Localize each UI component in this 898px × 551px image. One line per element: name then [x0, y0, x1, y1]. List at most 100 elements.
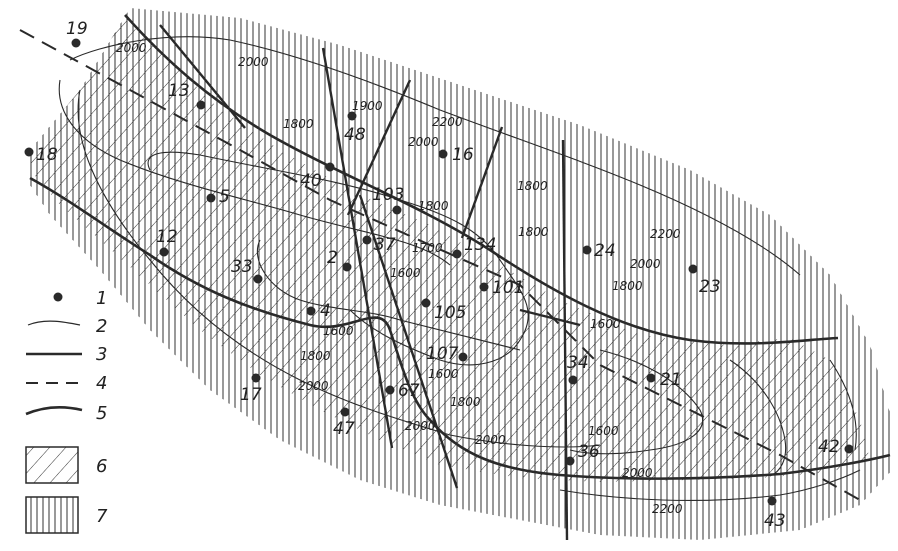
- contour-label: 2000: [405, 419, 436, 433]
- legend: 1 2 3 4 5 6 7: [25, 288, 108, 534]
- well-dot: [251, 373, 261, 383]
- well-label: 23: [699, 277, 721, 297]
- bold-curve-icon: [25, 406, 83, 416]
- well-label: 37: [374, 235, 396, 255]
- well-dot: [71, 38, 81, 48]
- vertical-hatch-icon: [25, 496, 79, 534]
- diagonal-hatch-zone: [30, 20, 870, 482]
- legend-number: 4: [96, 373, 107, 394]
- contour-label: 1600: [428, 367, 459, 381]
- well-dot: [347, 111, 357, 121]
- well-dot: [362, 235, 372, 245]
- contour-label: 2200: [432, 115, 463, 129]
- dot-icon: [53, 292, 63, 302]
- well-dot: [24, 147, 34, 157]
- well-dot: [568, 375, 578, 385]
- well-label: 17: [240, 385, 262, 405]
- well-label: 12: [156, 227, 178, 247]
- well-label: 134: [464, 235, 496, 255]
- well-label: 18: [36, 145, 58, 165]
- contour-label: 1600: [323, 324, 354, 338]
- well-dot: [767, 496, 777, 506]
- contour-lines: [58, 36, 861, 501]
- well-dot: [688, 264, 698, 274]
- contour-label: 1800: [450, 395, 481, 409]
- well-dot: [452, 249, 462, 259]
- contour-label: 2200: [652, 502, 683, 516]
- well-dot: [421, 298, 431, 308]
- lower-boundary-curve: [29, 176, 891, 480]
- well-dot: [458, 352, 468, 362]
- well-dot: [159, 247, 169, 257]
- well-label: 101: [492, 278, 524, 298]
- contour-label: 1800: [518, 225, 549, 239]
- well-label: 21: [660, 370, 682, 390]
- well-dot: [253, 274, 263, 284]
- contour-label: 2000: [298, 379, 329, 393]
- well-labels: 19 18 13 5 12 33 40 48 16 103 37 2 134 4…: [36, 19, 840, 531]
- well-label: 13: [168, 81, 190, 101]
- contour-label: 2200: [650, 227, 681, 241]
- contour-label: 1800: [612, 279, 643, 293]
- contour-label: 1800: [517, 179, 548, 193]
- well-label: 5: [219, 187, 230, 207]
- contour-label: 1700: [412, 241, 443, 255]
- legend-number: 2: [96, 316, 107, 337]
- well-label: 107: [426, 344, 459, 364]
- contour-label: 1600: [390, 266, 421, 280]
- fault-lines: [159, 24, 581, 541]
- well-label: 4: [320, 301, 331, 321]
- contour-label: 2000: [475, 433, 506, 447]
- well-label: 42: [818, 437, 840, 457]
- well-dot: [646, 373, 656, 383]
- well-label: 19: [66, 19, 88, 39]
- legend-number: 5: [96, 403, 107, 424]
- well-label: 2: [327, 248, 338, 268]
- contour-label: 2000: [408, 135, 439, 149]
- well-markers: [24, 38, 854, 506]
- well-label: 36: [578, 442, 600, 462]
- contour-label: 1800: [418, 199, 449, 213]
- well-label: 40: [300, 171, 322, 191]
- well-label: 33: [231, 257, 253, 277]
- well-dot: [340, 407, 350, 417]
- well-dot: [565, 456, 575, 466]
- well-dot: [392, 205, 402, 215]
- contour-label: 2000: [116, 41, 147, 55]
- axis-dashed-line: [19, 29, 861, 501]
- contour-label: 1600: [590, 317, 621, 331]
- legend-number: 1: [96, 288, 107, 309]
- legend-number: 7: [96, 506, 108, 527]
- contour-label: 1600: [588, 424, 619, 438]
- well-label: 48: [344, 125, 366, 145]
- well-dot: [196, 100, 206, 110]
- well-label: 16: [452, 145, 474, 165]
- well-label: 67: [398, 381, 420, 401]
- well-label: 24: [594, 241, 616, 261]
- upper-boundary-curve: [124, 14, 839, 345]
- well-dot: [342, 262, 352, 272]
- well-label: 103: [372, 185, 404, 205]
- contour-label: 2000: [630, 257, 661, 271]
- well-label: 34: [567, 353, 589, 373]
- legend-number: 3: [96, 344, 107, 365]
- diagonal-hatch-icon: [25, 446, 79, 484]
- legend-number: 6: [96, 456, 107, 477]
- well-dot: [306, 306, 316, 316]
- well-dot: [479, 282, 489, 292]
- well-dot: [325, 162, 335, 172]
- contour-label: 2000: [622, 466, 653, 480]
- white-mask-top: [0, 0, 898, 150]
- well-dot: [438, 149, 448, 159]
- contour-label: 2000: [238, 55, 269, 69]
- well-dot: [206, 193, 216, 203]
- well-label: 47: [333, 419, 355, 439]
- contour-label: 1800: [283, 117, 314, 131]
- contour-label: 1800: [300, 349, 331, 363]
- well-label: 43: [764, 511, 786, 531]
- well-dot: [385, 385, 395, 395]
- well-dot: [844, 444, 854, 454]
- well-dot: [582, 245, 592, 255]
- contour-labels: 2000 1800 1900 2200 2000 1800 1700 1800 …: [116, 41, 683, 516]
